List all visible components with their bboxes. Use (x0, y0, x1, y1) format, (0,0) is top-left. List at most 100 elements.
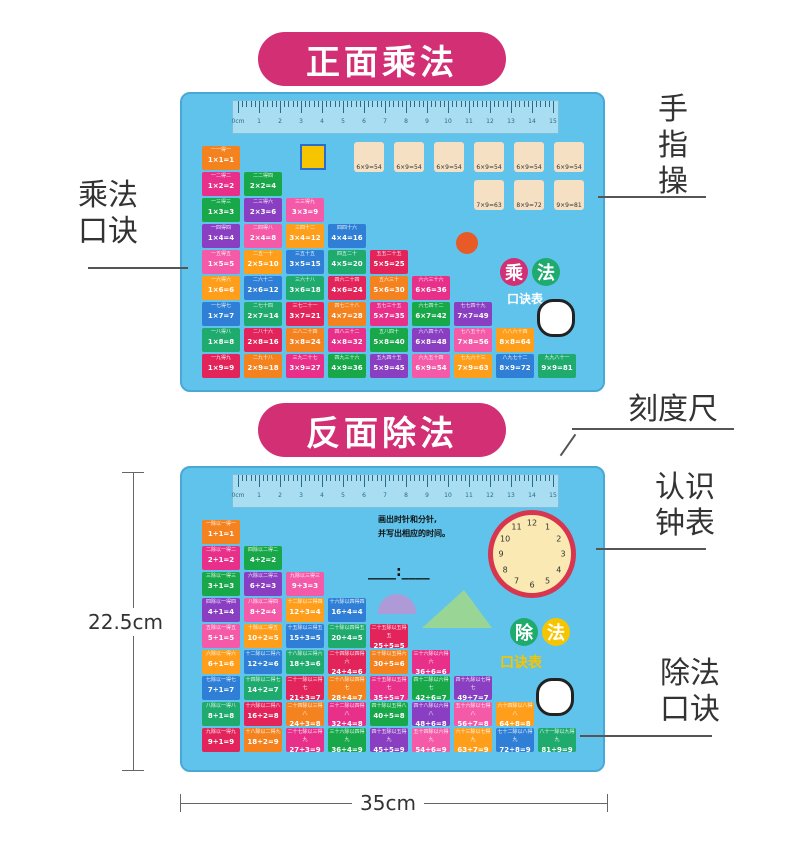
ruler-tick (330, 475, 332, 481)
triangle-ruler-icon (422, 590, 492, 628)
ruler-tick (372, 101, 374, 107)
formula-equation: 12÷2=6 (247, 660, 279, 668)
ruler-tick (414, 475, 416, 481)
ruler-tick (418, 475, 420, 481)
finger-tile: 6×9=54 (554, 142, 584, 172)
ruler-tick (427, 101, 428, 113)
ruler-tick (473, 475, 475, 481)
ruler-number: 9 (425, 118, 429, 125)
ruler-tick (330, 101, 332, 107)
ruler-tick (351, 475, 353, 481)
height-dimension-cap-bottom (122, 770, 144, 771)
ruler-number: 1 (257, 492, 261, 499)
ruler-tick (313, 101, 315, 107)
formula-equation: 28÷4=7 (331, 694, 363, 702)
ruler-tick (414, 101, 416, 107)
ruler-tick (380, 475, 382, 481)
formula-equation: 3×6=18 (289, 286, 321, 294)
ruler-tick (439, 101, 441, 107)
formula-equation: 7×8=56 (457, 338, 489, 346)
formula-equation: 16÷4=4 (331, 608, 363, 616)
back-banner: 反面除法 (258, 403, 506, 457)
formula-equation: 54÷6=9 (415, 746, 447, 754)
formula-words: 二八十六 (252, 329, 273, 335)
ruler-tick (519, 475, 521, 481)
formula-equation: 4×7=28 (331, 312, 363, 320)
formula-words: 三十五除以五得七 (371, 677, 407, 691)
formula-words: 四十八除以六得八 (413, 703, 449, 717)
formula-equation: 3×7=21 (289, 312, 321, 320)
formula-words: 四十五除以五得九 (371, 729, 407, 743)
formula-equation: 2×2=4 (249, 182, 277, 190)
formula-equation: 6×9=54 (415, 364, 447, 372)
ruler-tick (275, 101, 277, 107)
formula-equation: 21÷3=7 (289, 694, 321, 702)
ruler-number: 9 (425, 492, 429, 499)
formula-words: 八除以一得八 (205, 703, 236, 709)
finger-tile: 9×9=81 (554, 180, 584, 210)
formula-equation: 4×4=16 (331, 234, 363, 242)
ruler-tick (376, 101, 378, 107)
formula-words: 一四得四 (210, 225, 231, 231)
formula-equation: 2×3=6 (249, 208, 277, 216)
formula-equation: 6×7=42 (415, 312, 447, 320)
clock-number: 3 (560, 549, 566, 559)
finger-tile: 6×9=54 (354, 142, 384, 172)
ruler-tick (393, 101, 395, 107)
ruler-tick (448, 101, 449, 113)
ruler-tick (267, 101, 269, 107)
formula-words: 六六三十六 (418, 277, 444, 283)
div-formula-leader (580, 735, 712, 737)
ruler-tick (553, 475, 554, 487)
ruler-tick (519, 101, 521, 107)
ruler-tick (280, 101, 281, 113)
ruler-tick (506, 101, 508, 107)
formula-words: 二十八除以四得七 (329, 677, 365, 691)
ruler-tick (343, 101, 344, 113)
ruler-tick (238, 475, 239, 487)
ruler-tick (317, 475, 319, 481)
clock-number: 6 (529, 580, 535, 590)
formula-equation: 24÷4=6 (331, 668, 363, 676)
formula-equation: 18÷2=9 (247, 738, 279, 746)
ruler-tick (439, 475, 441, 481)
formula-equation: 3×3=9 (291, 208, 319, 216)
formula-words: 七七四十九 (460, 303, 486, 309)
ruler-number: 7 (383, 492, 387, 499)
formula-words: 三十六除以四得九 (329, 729, 365, 743)
formula-equation: 40÷5=8 (373, 712, 405, 720)
div-subtitle: 口诀表 (500, 655, 542, 671)
formula-words: 七除以一得七 (205, 677, 236, 683)
formula-equation: 1×3=3 (207, 208, 235, 216)
formula-equation: 25÷5=5 (373, 642, 405, 650)
formula-equation: 42÷6=7 (415, 694, 447, 702)
formula-equation: 8×9=72 (499, 364, 531, 372)
ruler-tick (485, 101, 487, 107)
formula-equation: 8×8=64 (499, 338, 531, 346)
ruler-tick (544, 475, 546, 481)
formula-words: 十五除以三得五 (287, 625, 323, 631)
formula-equation: 2×9=18 (247, 364, 279, 372)
ruler-tick (359, 475, 361, 481)
ruler-number: 4 (320, 492, 324, 499)
ruler-tick (292, 101, 294, 107)
formula-words: 八八六十四 (502, 329, 528, 335)
clock-leader (596, 548, 706, 550)
ruler-number: 8 (404, 118, 408, 125)
width-dimension-cap-left (180, 794, 181, 812)
finger-tile: 6×9=54 (474, 142, 504, 172)
clock-number: 11 (511, 522, 522, 532)
ruler-tick (536, 475, 538, 481)
